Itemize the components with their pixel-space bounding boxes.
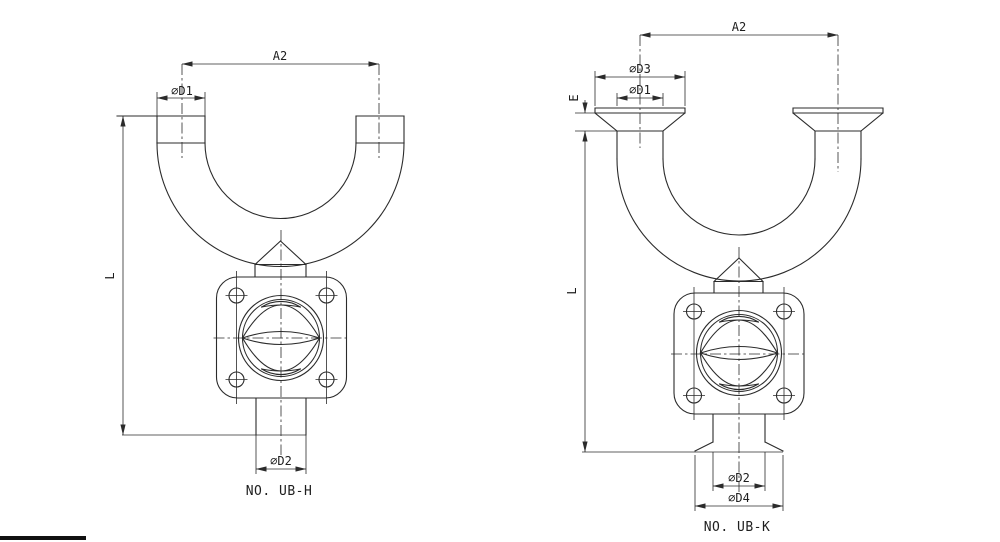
ub-k-figure: A2 ⌀D3 ⌀D1 E L ⌀D2 [565, 20, 884, 535]
ubk-dim-d4-label: ⌀D4 [728, 491, 750, 505]
ubh-u-bend-outline [116, 115, 405, 268]
ubk-dimension-l: L [565, 130, 588, 453]
ubk-dimension-e: E [567, 94, 588, 114]
ubh-caption: NO. UB-H [246, 484, 313, 499]
ubh-dimension-a2: A2 [181, 49, 380, 67]
ubh-inner-arc [204, 142, 357, 219]
ubh-dimension-d2: ⌀D2 [255, 435, 307, 474]
ubk-dim-d2-label: ⌀D2 [728, 471, 750, 485]
ubh-flange-body [212, 270, 351, 405]
ubk-dimension-d3: ⌀D3 [594, 62, 686, 106]
ub-h-figure: A2 ⌀D1 L ⌀D2 NO. UB-H [103, 49, 405, 499]
ubk-dimension-d1: ⌀D1 [616, 83, 664, 106]
ubk-bottom-pipe [582, 413, 784, 453]
ubk-dim-d1-label: ⌀D1 [629, 83, 651, 97]
ubh-dim-d1-label: ⌀D1 [171, 84, 193, 98]
ubk-neck [713, 257, 764, 294]
ubk-dimension-d2: ⌀D2 [712, 452, 766, 491]
ubh-outer-arc [156, 142, 405, 268]
ubk-dim-d3-label: ⌀D3 [629, 62, 651, 76]
table-border-fragment [0, 536, 86, 540]
ubh-centerlines [181, 64, 380, 455]
ubk-caption: NO. UB-K [704, 520, 771, 535]
ubk-dim-e-label: E [567, 94, 581, 101]
ubh-dim-l-label: L [103, 272, 117, 279]
ubh-dim-a2-label: A2 [273, 49, 287, 63]
ubh-neck [254, 240, 307, 278]
ubk-centerlines [639, 35, 839, 492]
ubk-dim-a2-label: A2 [732, 20, 746, 34]
ubk-left-ferrule [575, 107, 686, 132]
ubk-dim-l-label: L [565, 287, 579, 294]
ubh-bottom-pipe [122, 397, 307, 436]
ubh-dimension-d1: ⌀D1 [156, 84, 206, 116]
ubh-dim-d2-label: ⌀D2 [270, 454, 292, 468]
ubk-dimension-d4: ⌀D4 [694, 455, 784, 511]
ubk-dimension-a2: A2 [639, 20, 839, 38]
ubk-inner-arc [662, 158, 816, 236]
ubh-dimension-l: L [103, 115, 126, 436]
